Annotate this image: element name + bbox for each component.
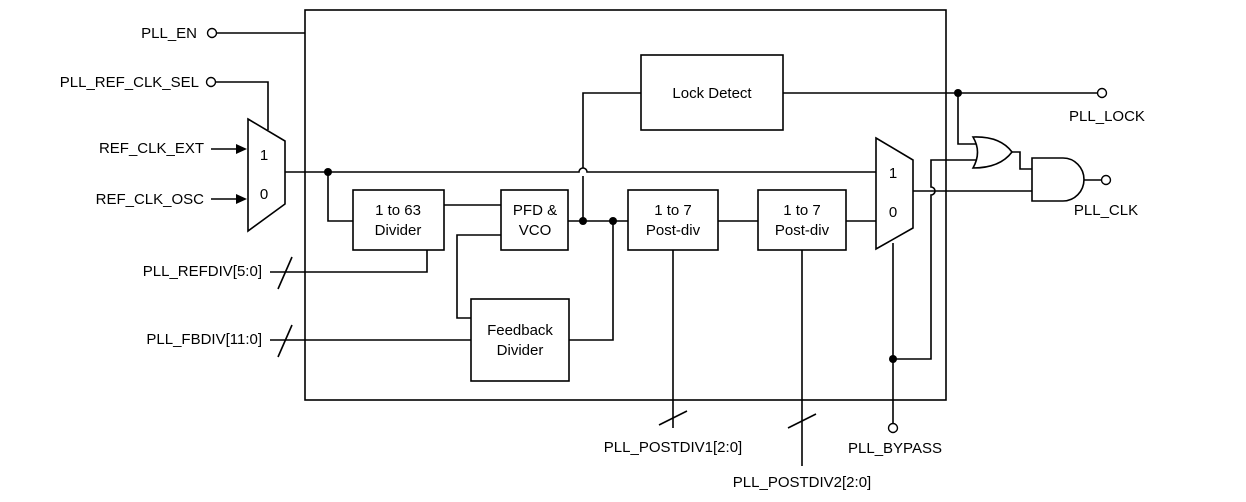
bypass-mux [875, 136, 914, 251]
postdiv1-line1: 1 to 7 [654, 202, 692, 219]
arrow-icon [236, 144, 247, 154]
pfd-vco-line1: PFD & [513, 202, 557, 219]
bus-slash-icon [277, 256, 293, 290]
lock-detect-block [640, 54, 784, 131]
and-gate-icon [1031, 157, 1085, 202]
pll-bypass-pin [887, 422, 899, 434]
bus-slash-icon [277, 324, 293, 358]
pll-en-pin [206, 27, 218, 39]
postdiv2-block [757, 189, 847, 251]
feedback-divider-line1: Feedback [487, 322, 553, 339]
pll-boundary [304, 9, 947, 401]
pfd-vco-line2: VCO [519, 222, 552, 239]
postdiv1-line2: Post-div [646, 222, 701, 239]
bus-slash-icon [658, 410, 688, 426]
ref-clk-sel-wire [216, 81, 269, 130]
lock-detect-label: Lock Detect [672, 85, 752, 102]
ref-divider-block [352, 189, 445, 251]
ref-divider-line1: 1 to 63 [375, 202, 421, 219]
input-mux-in0-label: 0 [260, 186, 268, 203]
lock-to-or-wire [957, 93, 977, 145]
input-mux-in1-label: 1 [260, 147, 268, 164]
ref-clk-ext-label: REF_CLK_EXT [99, 140, 204, 157]
or-gate-icon [971, 136, 1014, 169]
or-to-and-wire [1012, 151, 1032, 170]
pll-clk-pin [1100, 174, 1112, 186]
feedback-output-wire [456, 234, 501, 319]
ref-clk-sel-pin [205, 76, 217, 88]
bypass-mux-in1-label: 1 [889, 165, 897, 182]
postdiv1-block [627, 189, 719, 251]
postdiv2-label: PLL_POSTDIV2[2:0] [733, 474, 871, 491]
ref-divider-input-wire [327, 172, 353, 222]
ref-clk-osc-label: REF_CLK_OSC [96, 191, 205, 208]
arrow-icon [236, 194, 247, 204]
pll-lock-pin [1096, 87, 1108, 99]
pll-lock-label: PLL_LOCK [1069, 108, 1145, 125]
lock-detect-input-wire [582, 92, 641, 221]
ref-clk-sel-label: PLL_REF_CLK_SEL [60, 74, 199, 91]
pll-en-label: PLL_EN [141, 25, 197, 42]
feedback-divider-line2: Divider [497, 342, 544, 359]
pll-clk-label: PLL_CLK [1074, 202, 1138, 219]
input-mux [247, 117, 286, 233]
postdiv1-label: PLL_POSTDIV1[2:0] [604, 439, 742, 456]
feedback-divider-block [470, 298, 570, 382]
fbdiv-label: PLL_FBDIV[11:0] [146, 331, 262, 348]
pll-bypass-label: PLL_BYPASS [848, 440, 942, 457]
refdiv-label: PLL_REFDIV[5:0] [143, 263, 262, 280]
ref-clk-bypass-wire [285, 167, 876, 173]
refdiv-bus [270, 250, 428, 273]
postdiv2-line2: Post-div [775, 222, 830, 239]
postdiv2-line1: 1 to 7 [783, 202, 821, 219]
bypass-mux-in0-label: 0 [889, 204, 897, 221]
feedback-input-wire [569, 221, 614, 341]
pfd-vco-block [500, 189, 569, 251]
ref-divider-line2: Divider [375, 222, 422, 239]
bus-slash-icon [787, 413, 817, 429]
